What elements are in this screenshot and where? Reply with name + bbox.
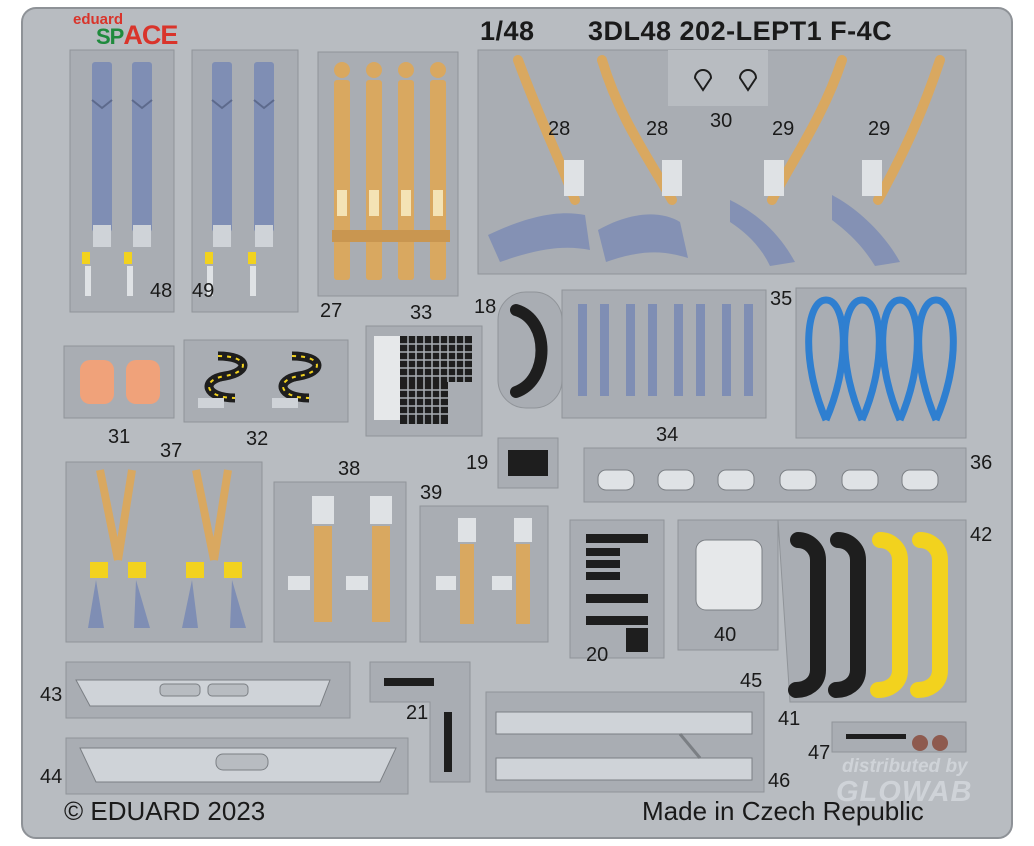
- part-number-28-right: 28: [646, 118, 669, 140]
- part-number-18: 18: [474, 296, 497, 318]
- part-28-29-30-harness: [477, 49, 967, 275]
- part-40: [677, 519, 779, 651]
- part-32-straps: [183, 339, 349, 423]
- part-19: [497, 437, 559, 489]
- part-number-32: 32: [246, 428, 269, 450]
- scale-label: 1/48: [480, 16, 535, 46]
- brand-space-suffix: ACE: [123, 20, 178, 50]
- part-number-36: 36: [970, 452, 993, 474]
- part-number-39: 39: [420, 482, 443, 504]
- part-45-46-rails: [485, 691, 765, 793]
- part-36-buckles: [583, 447, 967, 503]
- part-number-19: 19: [466, 452, 489, 474]
- part-44-plate: [65, 737, 409, 795]
- part-number-41: 41: [778, 708, 801, 730]
- part-33-grid: [365, 325, 483, 437]
- product-code: 3DL48 202-LEPT1 F-4C: [588, 16, 893, 46]
- part-number-40: 40: [714, 624, 737, 646]
- part-number-30: 30: [710, 110, 733, 132]
- part-48-harness: [69, 49, 175, 313]
- part-number-43: 43: [40, 684, 63, 706]
- part-39-straps: [419, 505, 549, 643]
- part-34-belts: [561, 289, 767, 419]
- brand-eduard: eduard: [73, 11, 124, 28]
- brand-space-prefix: SP: [96, 24, 124, 49]
- part-number-42: 42: [970, 524, 993, 546]
- part-35-loops: [795, 287, 967, 439]
- part-number-44: 44: [40, 766, 63, 788]
- part-number-20: 20: [586, 644, 609, 666]
- part-number-37: 37: [160, 440, 183, 462]
- part-number-47: 47: [808, 742, 831, 764]
- part-number-31: 31: [108, 426, 131, 448]
- part-number-38: 38: [338, 458, 361, 480]
- part-31-pads: [63, 345, 175, 419]
- part-41-42-handles: [777, 519, 967, 703]
- part-number-29-right: 29: [868, 118, 891, 140]
- made-in-text: Made in Czech Republic: [642, 796, 924, 826]
- part-number-48: 48: [150, 280, 173, 302]
- part-number-49: 49: [192, 280, 215, 302]
- part-number-34: 34: [656, 424, 679, 446]
- brand-space-logo: SPACE: [96, 20, 178, 51]
- part-38-straps: [273, 481, 407, 643]
- part-number-28-left: 28: [548, 118, 571, 140]
- part-number-46: 46: [768, 770, 791, 792]
- watermark-glowab: GLOWAB: [836, 776, 973, 808]
- part-21: [369, 661, 471, 783]
- part-49-harness: [191, 49, 299, 313]
- part-number-21: 21: [406, 702, 429, 724]
- copyright-text: © EDUARD 2023: [64, 796, 266, 826]
- part-number-27: 27: [320, 300, 343, 322]
- part-number-35: 35: [770, 288, 793, 310]
- part-number-33: 33: [410, 302, 433, 324]
- part-18: [497, 291, 563, 409]
- part-number-45: 45: [740, 670, 763, 692]
- part-20: [569, 519, 665, 659]
- part-47: [831, 721, 967, 753]
- part-number-29-left: 29: [772, 118, 795, 140]
- watermark-distributed-by: distributed by: [842, 756, 968, 777]
- part-43-plate: [65, 661, 351, 719]
- part-37-harness: [65, 461, 263, 643]
- part-27-33-belts: [317, 51, 459, 297]
